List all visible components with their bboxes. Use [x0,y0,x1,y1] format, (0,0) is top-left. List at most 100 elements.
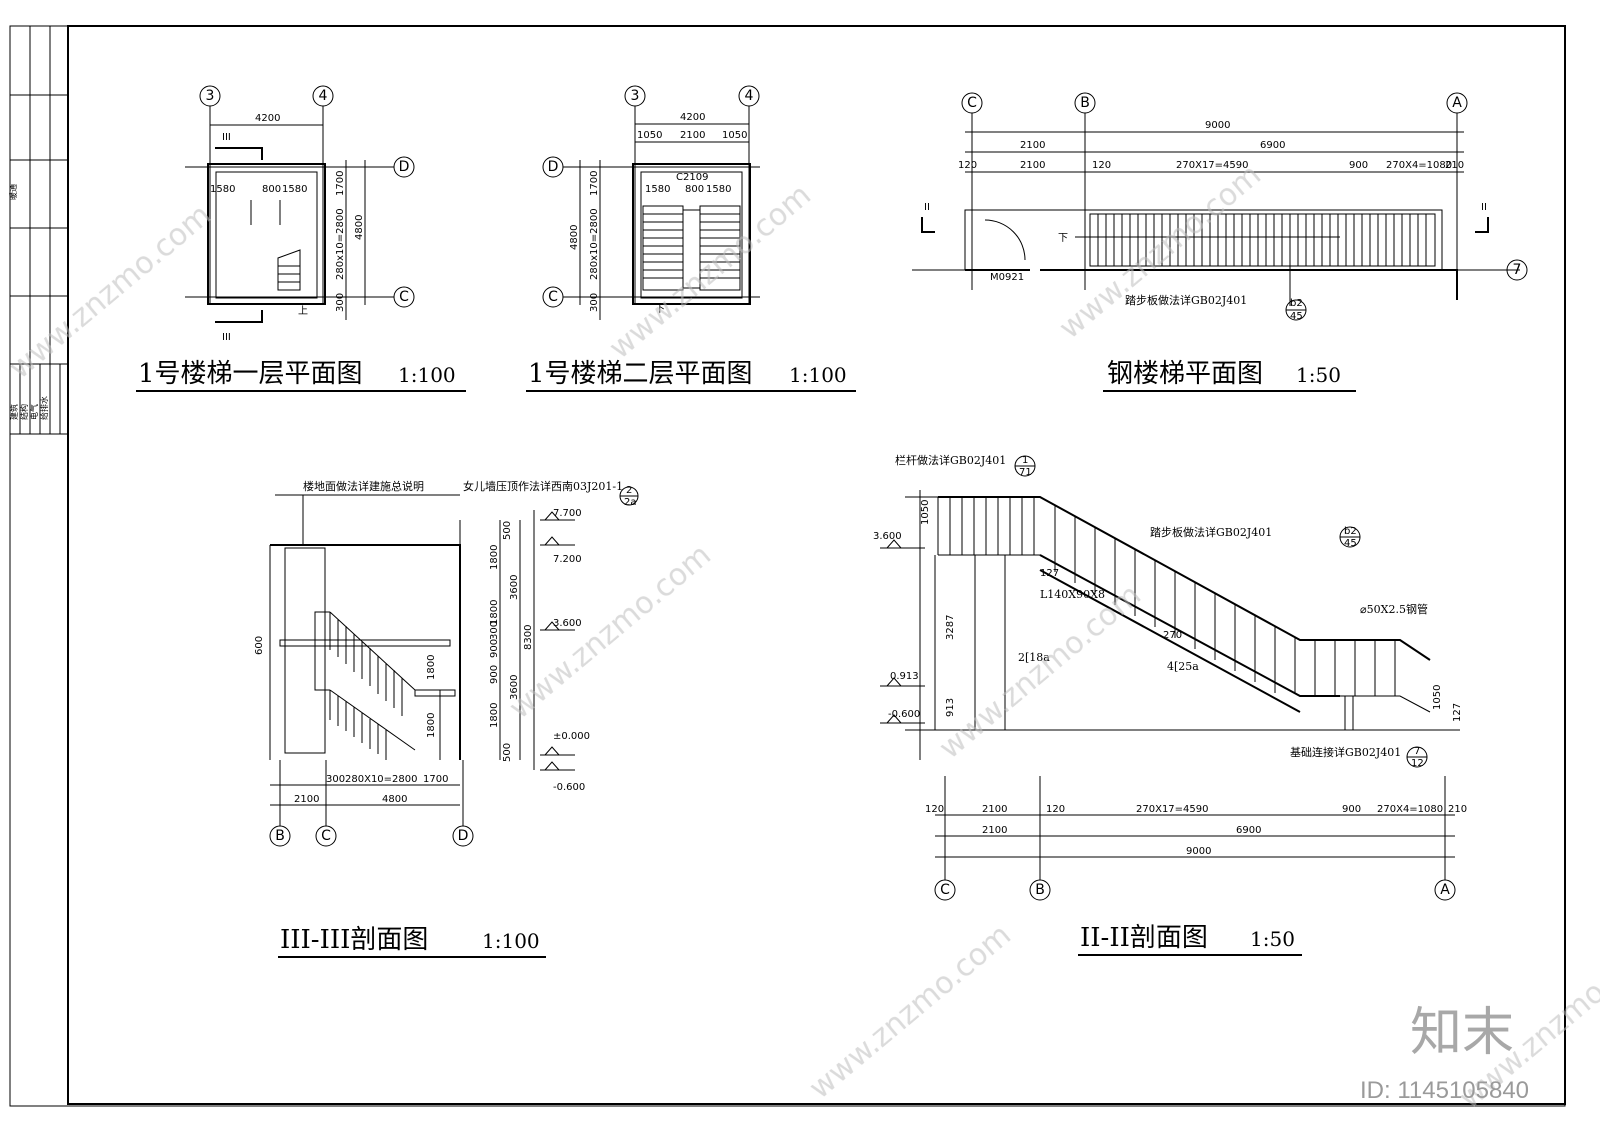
sec2-seg2: 6900 [1236,825,1261,836]
sec2-row-0: 120 [925,804,944,815]
sec2-ref-found-top: 7 [1414,746,1420,757]
plan2-dim-top-c: 1050 [722,130,747,141]
sec2-ref-tread-bottom: 45 [1344,538,1357,549]
sec2-note-pipe: ⌀50X2.5钢管 [1360,602,1428,616]
sec3-axis-C: C [321,828,331,844]
sec2-axis-A: A [1440,882,1450,898]
steel-axis-7: 7 [1513,262,1522,278]
sec3-level-4: -0.600 [553,782,585,793]
sec2-note-channel: 2[18a [1018,651,1050,664]
plan2-window: C2109 [676,172,708,183]
plan2-dim-left-c: 300 [589,293,600,312]
sec3-inner-a: 1800 [426,655,437,680]
steel-dim-row-4: 900 [1349,160,1368,171]
strip-label-top: 暖通 [8,184,18,200]
sec2-total: 9000 [1186,846,1211,857]
steel-scale: 1:50 [1296,363,1341,387]
wm-logo: 知末 [1410,1003,1514,1063]
sec2-row-2: 120 [1046,804,1065,815]
side-title-strip: 暖通 建筑 结构 电气 给排水 [8,26,68,435]
sec2-level-1: 0.913 [890,671,919,682]
sec3-ref-bottom: 2a [624,497,637,508]
sec2-ref-railing-top: 1 [1022,455,1028,466]
sec3-rdim-3: 1800 [489,600,500,625]
sec3-left-dim: 600 [254,636,265,655]
plan2-treads [643,213,740,279]
strip-label-1: 建筑 [9,404,19,420]
steel-plan-drawing: C B A 9000 2100 6900 120 2100 120 270X17… [912,92,1528,392]
sec3-inner-b: 1800 [426,713,437,738]
steel-dim-row-3: 270X17=4590 [1176,160,1249,171]
plan2-dim-row-c: 1580 [706,184,731,195]
plan1-sec-top: III [222,132,231,143]
sec3-ref-top: 2 [626,485,632,496]
steel-axis-C: C [967,95,977,111]
sec2-ref-tread-top: b2 [1344,526,1357,537]
sec3-bdim-0: 2100 [294,794,319,805]
sec2-ref-railing-bottom: 71 [1019,467,1032,478]
wm-text-4: www.znzmo.com [503,538,718,727]
inner-border [67,25,1566,1105]
sec2-note-railing: 栏杆做法详GB02J401 [895,453,1006,467]
steel-label-down: 下 [1058,233,1068,244]
plan1-dim-top: 4200 [255,113,280,124]
steel-dim-row-2: 120 [1092,160,1111,171]
sec2-row-4: 900 [1342,804,1361,815]
sec3-rdim-7: 3600 [509,675,520,700]
sec3-bdim-4: 4800 [382,794,407,805]
sec2-step-h: 127 [1040,568,1059,579]
sec2-step-h2: 127 [1452,703,1463,722]
steel-ref-bottom: 45 [1290,311,1303,322]
plan2-dim-row-b: 800 [685,184,704,195]
plan1-dim-right-b: 280x10=2800 [335,208,346,280]
sec3-rdim-8: 1800 [489,703,500,728]
sec2-axis-B: B [1035,882,1045,898]
sec3-rdim-0: 500 [502,521,513,540]
plan2-axis-C: C [548,289,558,305]
plan1-dim-row-a: 1580 [210,184,235,195]
sec3-total: 8300 [523,625,534,650]
sec2-ref-found-bottom: 12 [1411,758,1424,769]
sec3-axis-B: B [275,828,285,844]
strip-label-3: 电气 [29,404,39,420]
sec2-rail-h2: 1050 [1432,685,1443,710]
steel-dim-row-6: 210 [1445,160,1464,171]
strip-label-2: 结构 [19,404,29,420]
plan1-drawing: 3 4 4200 III 1580 800 1580 上 D C 1700 28… [136,85,466,392]
sec3-bdim-3: 1700 [423,774,448,785]
sec3-rdim-1: 1800 [489,545,500,570]
plan2-title: 1号楼梯二层平面图 [528,359,753,389]
strip-label-4: 给排水 [39,396,49,420]
plan2-drawing: 3 4 4200 1050 2100 1050 C2109 1580 800 1… [526,85,856,392]
sec3-level-2: 3.600 [553,618,582,629]
steel-dim-row-1: 2100 [1020,160,1045,171]
sec2-row-1: 2100 [982,804,1007,815]
plan1-dim-right-c: 300 [335,293,346,312]
sec3-bdim-2: 280X10=2800 [345,774,418,785]
plan1-axis-4: 4 [319,88,328,104]
steel-tread-note: 踏步板做法详GB02J401 [1125,293,1247,307]
plan2-axis-3: 3 [631,88,640,104]
wm-text-6: www.znzmo.com [803,918,1018,1107]
sec2-scale: 1:50 [1250,927,1295,951]
sec3-title: III-III剖面图 [280,925,428,955]
sec3-bdim-1: 300 [326,774,345,785]
plan1-dim-right-a: 1700 [335,171,346,196]
plan2-dim-left-total: 4800 [569,225,580,250]
plan2-dim-left-b: 280x10=2800 [589,208,600,280]
plan1-dim-row-b: 800 [262,184,281,195]
plan1-dim-row-c: 1580 [282,184,307,195]
plan1-title: 1号楼梯一层平面图 [138,359,363,389]
wm-id: ID: 1145105840 [1360,1077,1529,1104]
sec2-row-6: 210 [1448,804,1467,815]
sec3-level-1: 7.200 [553,554,582,565]
sec2-h1: 3287 [945,615,956,640]
sec3-rdim-2: 3600 [509,575,520,600]
plan1-axis-3: 3 [206,88,215,104]
sec2-h2: 913 [945,698,956,717]
steel-dim-seg1: 2100 [1020,140,1045,151]
plan1-label-up: 上 [298,305,308,317]
sec3-level-3: ±0.000 [553,731,590,742]
steel-axis-B: B [1080,95,1090,111]
